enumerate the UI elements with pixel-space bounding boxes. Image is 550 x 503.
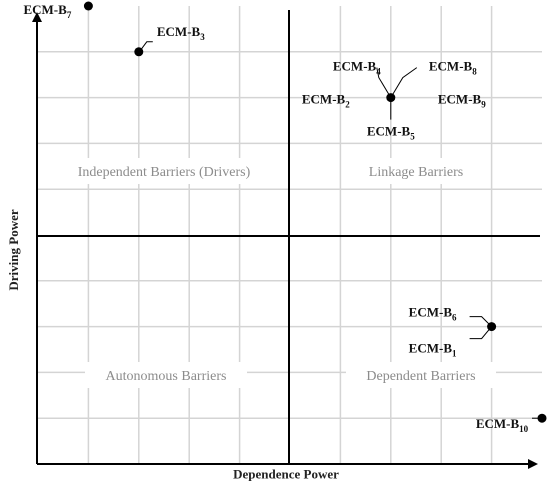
svg-text:Independent Barriers (Drivers): Independent Barriers (Drivers) xyxy=(78,165,251,180)
data-point xyxy=(487,322,497,332)
data-point xyxy=(386,93,396,103)
quadrant-label-independent: Independent Barriers (Drivers) xyxy=(50,158,278,184)
point-label: ECM-B6 xyxy=(409,305,457,323)
data-point xyxy=(537,413,547,423)
point-label: ECM-B4 xyxy=(333,59,381,77)
point-label: ECM-B7 xyxy=(23,2,71,20)
leader-lines xyxy=(140,41,542,419)
point-label: ECM-B10 xyxy=(476,416,529,434)
point-label: ECM-B2 xyxy=(302,92,350,110)
quadrant-label-linkage: Linkage Barriers xyxy=(350,158,482,184)
svg-text:Dependent Barriers: Dependent Barriers xyxy=(366,369,475,384)
point-label: ECM-B3 xyxy=(157,24,205,42)
leader-line xyxy=(140,41,153,51)
point-label: ECM-B8 xyxy=(429,59,477,77)
leader-line xyxy=(469,316,492,327)
svg-text:Linkage Barriers: Linkage Barriers xyxy=(369,165,463,180)
point-label: ECM-B9 xyxy=(438,92,486,110)
y-axis-title: Driving Power xyxy=(6,209,21,290)
point-label: ECM-B1 xyxy=(409,341,457,359)
quadrant-label-dependent: Dependent Barriers xyxy=(346,362,496,388)
data-point xyxy=(134,47,144,57)
x-axis-title: Dependence Power xyxy=(233,467,339,482)
leader-line xyxy=(390,67,418,98)
quadrant-label-autonomous: Autonomous Barriers xyxy=(85,362,247,388)
data-point xyxy=(83,1,93,11)
point-label: ECM-B5 xyxy=(367,124,415,142)
leader-line xyxy=(376,67,392,98)
leader-line xyxy=(469,326,492,340)
svg-text:Autonomous Barriers: Autonomous Barriers xyxy=(106,369,227,384)
data-points xyxy=(83,1,547,423)
